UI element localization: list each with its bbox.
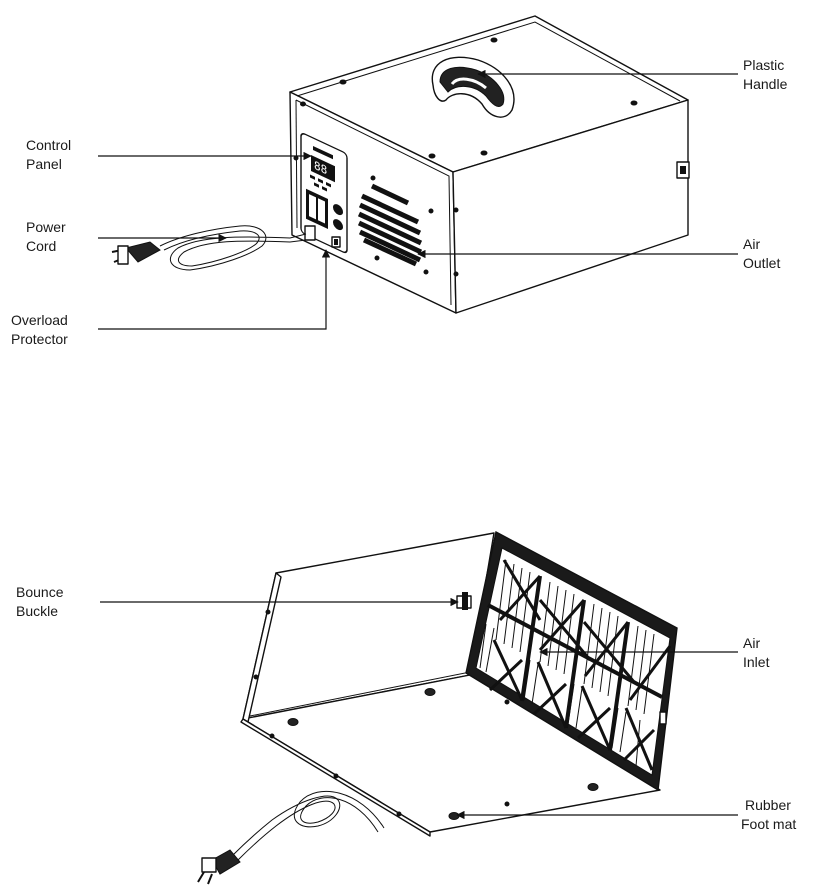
bottom-power-cord [197, 790, 385, 885]
power-inlet [304, 225, 316, 241]
label-plastic-handle-2: Handle [743, 76, 788, 92]
label-rubber-foot-mat-1: Rubber [745, 797, 791, 813]
air-inlet-filter [456, 530, 678, 792]
side-face [452, 99, 689, 314]
label-rubber-foot-mat-2: Foot mat [741, 816, 796, 832]
top-screws [300, 37, 638, 159]
label-plastic-handle-1: Plastic [743, 57, 784, 73]
labels: Plastic Handle Control Panel Power Cord … [11, 57, 796, 832]
side-latch [676, 161, 690, 179]
label-air-inlet-1: Air [743, 635, 760, 651]
label-air-outlet-1: Air [743, 236, 760, 252]
control-panel: 88 [300, 133, 348, 254]
air-scrubber-rear-view [197, 530, 678, 885]
label-power-cord-2: Cord [26, 238, 56, 254]
label-overload-protector-1: Overload [11, 312, 68, 328]
plastic-handle [431, 56, 515, 118]
label-bounce-buckle-2: Buckle [16, 603, 58, 619]
label-air-inlet-2: Inlet [743, 654, 770, 670]
label-control-panel-2: Panel [26, 156, 62, 172]
label-air-outlet-2: Outlet [743, 255, 780, 271]
label-bounce-buckle-1: Bounce [16, 584, 64, 600]
air-outlet-grille [357, 175, 434, 275]
air-scrubber-front-view: 88 [111, 15, 690, 314]
label-control-panel-1: Control [26, 137, 71, 153]
front-screws [293, 155, 459, 277]
label-power-cord-1: Power [26, 219, 66, 235]
leader-lines [98, 69, 738, 820]
power-cord [111, 225, 307, 271]
panel-display: 88 [314, 158, 327, 177]
rubber-feet [287, 688, 599, 820]
overload-protector [331, 236, 341, 248]
filter-clip [659, 711, 667, 725]
label-overload-protector-2: Protector [11, 331, 68, 347]
